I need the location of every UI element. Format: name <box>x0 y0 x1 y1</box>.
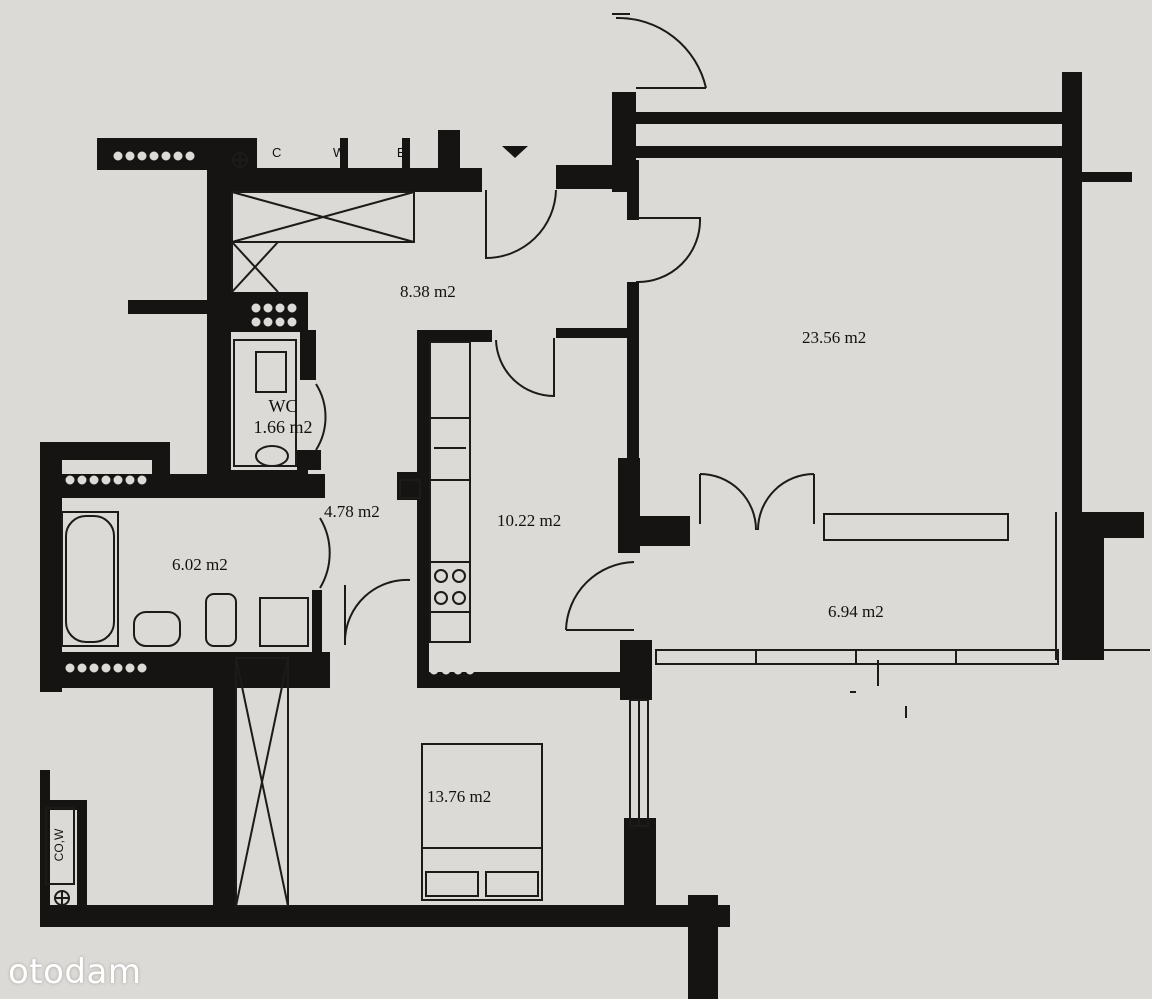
room-label-bedroom: 13.76 m2 <box>427 787 492 806</box>
fixtures-and-doors <box>45 13 1150 907</box>
walls <box>40 72 1144 999</box>
room-label-corridor: 4.78 m2 <box>324 502 380 521</box>
radiators <box>65 131 1017 675</box>
wc-title: WC <box>268 396 298 416</box>
entrance-arrow-icon <box>502 146 528 158</box>
room-label-bathroom: 6.02 m2 <box>172 555 228 574</box>
wc-area: 1.66 m2 <box>253 417 313 437</box>
room-label-balcony: 6.94 m2 <box>828 602 884 621</box>
entrance-marks: C W E <box>272 145 430 160</box>
room-label-living: 23.56 m2 <box>802 328 867 347</box>
room-label-kitchen: 10.22 m2 <box>497 511 562 530</box>
room-label-wc: WC 1.66 m2 <box>240 396 326 438</box>
room-label-hall: 8.38 m2 <box>400 282 456 301</box>
cow-cabinet-label: CO,W <box>52 828 66 862</box>
otodam-watermark: otodam <box>8 952 142 992</box>
